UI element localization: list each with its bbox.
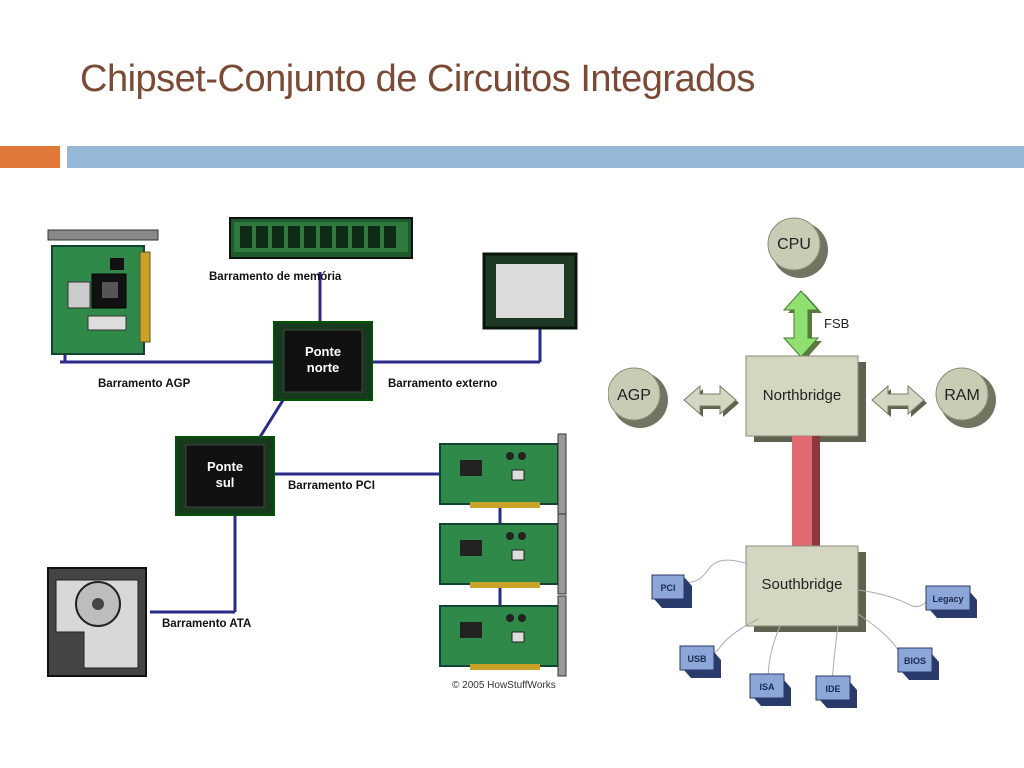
howstuffworks-chipset-diagram: Barramento de memória Barramento AGP Bar… bbox=[40, 212, 600, 697]
bios-port-icon bbox=[897, 647, 939, 680]
monitor-icon bbox=[482, 252, 578, 330]
chipset-block-diagram: CPU FSB Northbridge AGP RAM So bbox=[608, 214, 1000, 714]
ata-bus-label: Barramento ATA bbox=[162, 618, 251, 630]
northbridge-box bbox=[745, 355, 866, 442]
agp-node bbox=[608, 367, 668, 428]
cpu-node bbox=[767, 217, 828, 278]
isa-port-label: ISA bbox=[759, 682, 775, 692]
ram-node bbox=[935, 367, 996, 428]
bios-port-label: BIOS bbox=[904, 656, 926, 666]
accent-bar-blue bbox=[67, 146, 1024, 168]
pci-card-icon bbox=[439, 513, 567, 595]
southbridge-chip-label-1: Ponte bbox=[207, 459, 243, 474]
agp-label: AGP bbox=[617, 387, 651, 404]
pci-port-label: PCI bbox=[660, 583, 675, 593]
legacy-port-label: Legacy bbox=[932, 594, 963, 604]
isa-port-icon bbox=[749, 673, 791, 706]
pci-bus-label: Barramento PCI bbox=[288, 480, 375, 492]
ram-label: RAM bbox=[944, 387, 980, 404]
copyright-label: © 2005 HowStuffWorks bbox=[452, 680, 556, 691]
pci-port-icon bbox=[651, 574, 692, 608]
ram-double-arrow-icon bbox=[871, 384, 927, 417]
northbridge-chip-label-1: Ponte bbox=[305, 344, 341, 359]
cpu-label: CPU bbox=[777, 236, 811, 253]
northbridge-label: Northbridge bbox=[763, 387, 841, 404]
memory-bus-label: Barramento de memória bbox=[209, 271, 342, 283]
usb-port-label: USB bbox=[687, 654, 707, 664]
northbridge-chip-icon bbox=[273, 321, 373, 401]
agp-card-icon bbox=[47, 229, 159, 355]
agp-bus-label: Barramento AGP bbox=[98, 378, 191, 390]
southbridge-chip-label-2: sul bbox=[216, 475, 235, 490]
fsb-arrow-icon bbox=[782, 290, 822, 360]
southbridge-label: Southbridge bbox=[762, 576, 843, 593]
northbridge-chip-label-2: norte bbox=[307, 360, 340, 375]
ram-module-icon bbox=[229, 217, 413, 259]
agp-double-arrow-icon bbox=[683, 384, 739, 417]
hard-drive-icon bbox=[47, 567, 147, 677]
fsb-label: FSB bbox=[824, 316, 849, 331]
southbridge-chip-icon bbox=[175, 436, 275, 516]
slide-title: Chipset-Conjunto de Circuitos Integrados bbox=[80, 58, 755, 100]
bridge-link-bar bbox=[792, 436, 820, 546]
external-bus-label: Barramento externo bbox=[388, 378, 497, 390]
southbridge-box bbox=[745, 545, 866, 632]
accent-bar-orange bbox=[0, 146, 60, 168]
ide-port-icon bbox=[815, 675, 857, 708]
usb-port-icon bbox=[679, 645, 721, 678]
pci-card-icon bbox=[439, 433, 567, 515]
pci-card-icon bbox=[439, 595, 567, 677]
legacy-port-icon bbox=[925, 585, 977, 618]
ide-port-label: IDE bbox=[825, 684, 840, 694]
